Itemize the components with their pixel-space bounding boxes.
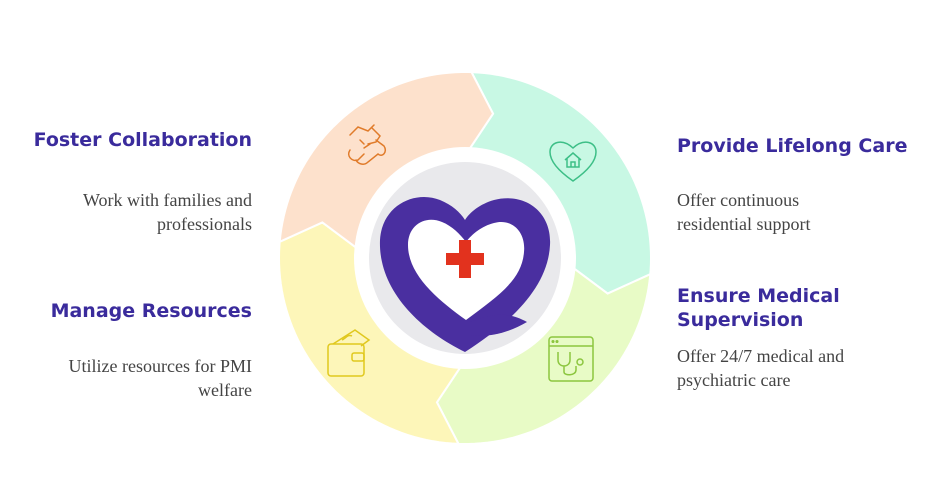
handshake-icon (347, 124, 387, 165)
item-desc-provide-lifelong-care: Offer continuous residential support (677, 190, 811, 234)
item-desc-ensure-medical-supervision: Offer 24/7 medical and psychiatric care (677, 346, 845, 390)
item-desc-manage-resources: Utilize resources for PMI welfare (68, 356, 252, 400)
item-title-manage-resources: Manage Resources (50, 300, 252, 322)
item-desc-foster-collaboration: Work with families and professionals (82, 190, 252, 234)
heart-logo-icon (379, 196, 551, 352)
wallet-icon (327, 329, 371, 377)
item-title-provide-lifelong-care: Provide Lifelong Care (677, 135, 908, 157)
heart-house-icon (549, 141, 597, 182)
item-title-ensure-medical-supervision: Ensure Medical Supervision (677, 285, 840, 331)
item-title-foster-collaboration: Foster Collaboration (33, 129, 252, 151)
stethoscope-icon (548, 336, 594, 382)
